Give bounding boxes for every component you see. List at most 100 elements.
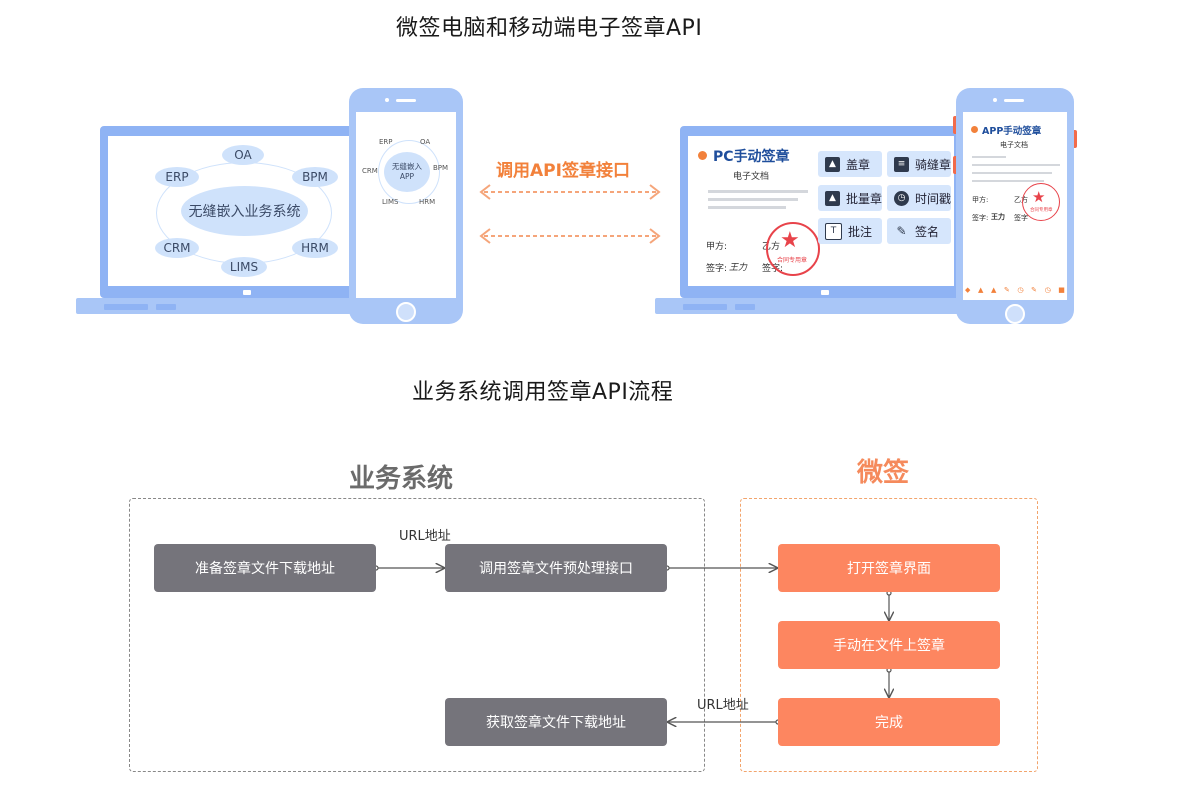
- app-center-line2: APP: [399, 172, 415, 181]
- box-prepare-download-url: 准备签章文件下载地址: [154, 544, 376, 592]
- arrow-right-head: [649, 184, 661, 200]
- laptop-base: [655, 298, 965, 314]
- arrow-left-head: [479, 184, 491, 200]
- camera-icon: [385, 98, 389, 102]
- home-button-icon: [1005, 304, 1025, 324]
- app-center-line1: 无缝嵌入: [392, 162, 422, 171]
- toolbar-icon[interactable]: ▲: [977, 286, 984, 294]
- annotate-button-label: 批注: [848, 224, 873, 239]
- toolbar-icon[interactable]: ✎: [1003, 286, 1010, 294]
- toolbar-icon[interactable]: ✎: [1031, 286, 1037, 294]
- app-doc-title: 电子文档: [1000, 141, 1028, 149]
- box-fetch-download-url: 获取签章文件下载地址: [445, 698, 667, 746]
- stamp-star-icon: ★: [780, 228, 800, 253]
- node-hrm: HRM: [292, 238, 338, 258]
- port-icon: [156, 304, 176, 310]
- seam-stamp-button-label: 骑缝章: [914, 157, 951, 172]
- center-oval: 无缝嵌入业务系统: [181, 186, 308, 236]
- document-icon: ≡: [894, 156, 909, 172]
- node-oa: OA: [222, 145, 264, 165]
- phone-node-crm: CRM: [362, 167, 378, 175]
- node-crm: CRM: [155, 238, 199, 258]
- pc-party-a: 甲方:: [706, 242, 728, 252]
- toolbar-icon[interactable]: ▲: [990, 286, 997, 294]
- signature-button-label: 签名: [915, 224, 940, 239]
- app-stamp-text: 合同专用章: [1030, 208, 1053, 213]
- bidirectional-arrows: [479, 184, 661, 244]
- edge-label-url-2: URL地址: [697, 698, 749, 713]
- phone-node-lims: LIMS: [382, 198, 399, 206]
- text-line: [972, 164, 1060, 166]
- side-button-icon: [1071, 130, 1077, 148]
- app-ring: [378, 140, 440, 204]
- node-erp: ERP: [155, 167, 199, 187]
- speaker-icon: [396, 99, 416, 102]
- batch-stamp-button[interactable]: ▲ 批量章: [818, 185, 882, 211]
- stamp-star-icon: ★: [1032, 188, 1046, 206]
- app-sign-heading: APP手动签章: [982, 126, 1042, 137]
- company-stamp-icon: [766, 222, 820, 276]
- speaker-icon: [1004, 99, 1024, 102]
- text-line: [972, 156, 1006, 158]
- app-signature: 王力: [991, 213, 1005, 221]
- user-stamp-icon: ▲: [825, 156, 840, 172]
- app-sign-label: 签字:: [972, 214, 989, 222]
- status-dot-icon: [971, 126, 978, 133]
- camera-icon: [243, 290, 251, 295]
- phone-node-oa: OA: [420, 138, 431, 146]
- app-sign-label-b: 签字: [1014, 214, 1028, 222]
- node-bpm: BPM: [292, 167, 338, 187]
- timestamp-button[interactable]: ◷ 时间戳: [887, 185, 951, 211]
- toolbar-icon[interactable]: ◷: [1017, 286, 1024, 294]
- batch-stamp-icon: ▲: [825, 190, 840, 206]
- annotate-button[interactable]: T 批注: [818, 218, 882, 244]
- flow-title: 业务系统调用签章API流程: [412, 380, 674, 405]
- app-toolbar: ◆ ▲ ▲ ✎ ◷ ✎ ◷ ■: [965, 286, 1065, 296]
- stamp-button[interactable]: ▲ 盖章: [818, 151, 882, 177]
- home-button-icon: [396, 302, 416, 322]
- pc-signature: 王力: [729, 263, 748, 273]
- port-icon: [735, 304, 755, 310]
- box-open-sign-ui: 打开签章界面: [778, 544, 1000, 592]
- port-icon: [104, 304, 148, 310]
- arrow-left-head: [479, 228, 491, 244]
- company-stamp-icon: [1022, 183, 1060, 221]
- pc-sign-heading: PC手动签章: [713, 149, 790, 165]
- top-title: 微签电脑和移动端电子签章API: [396, 16, 703, 41]
- pc-stamp-text: 合同专用章: [777, 257, 808, 264]
- weiqian-group: [740, 498, 1038, 772]
- seam-stamp-button[interactable]: ≡ 骑缝章: [887, 151, 951, 177]
- status-dot-icon: [698, 151, 707, 160]
- laptop-base: [76, 298, 366, 314]
- pc-doc-title: 电子文档: [733, 172, 770, 182]
- camera-icon: [993, 98, 997, 102]
- port-icon: [683, 304, 727, 310]
- api-label: 调用API签章接口: [496, 161, 630, 181]
- app-center-oval: 无缝嵌入 APP: [384, 152, 430, 192]
- toolbar-icon[interactable]: ■: [1058, 286, 1065, 294]
- app-party-a: 甲方:: [972, 196, 989, 204]
- pc-sign-label-b: 签字:: [762, 264, 784, 274]
- business-system-group: [129, 498, 705, 772]
- pc-sign-label: 签字:: [706, 264, 728, 274]
- arrow-right-head: [649, 228, 661, 244]
- text-line: [972, 172, 1052, 174]
- phone-node-bpm: BPM: [433, 164, 449, 172]
- pen-icon: ✎: [896, 223, 907, 238]
- signature-button[interactable]: ✎ 签名: [887, 218, 951, 244]
- toolbar-icon[interactable]: ◷: [1044, 286, 1051, 294]
- text-box-icon: T: [825, 222, 842, 240]
- node-lims: LIMS: [221, 257, 267, 277]
- phone-node-erp: ERP: [379, 138, 393, 146]
- toolbar-icon[interactable]: ◆: [965, 286, 971, 294]
- text-line: [708, 190, 808, 193]
- clock-icon: ◷: [894, 190, 909, 206]
- business-group-title: 业务系统: [349, 464, 454, 494]
- phone-node-hrm: HRM: [419, 198, 436, 206]
- app-party-b: 乙方: [1014, 196, 1028, 204]
- timestamp-button-label: 时间戳: [914, 191, 951, 206]
- batch-stamp-button-label: 批量章: [845, 191, 882, 206]
- weiqian-group-title: 微签: [857, 458, 910, 488]
- box-manual-sign: 手动在文件上签章: [778, 621, 1000, 669]
